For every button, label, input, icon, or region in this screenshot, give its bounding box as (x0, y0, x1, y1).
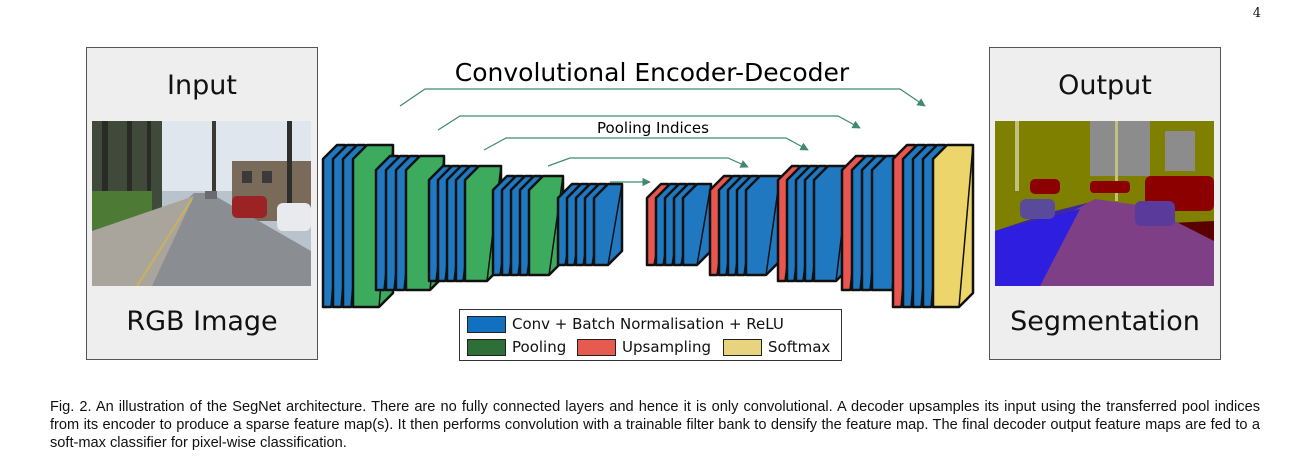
decoder-5-layer-5-conv-edge (696, 183, 712, 266)
segmentation-image (995, 121, 1214, 286)
pool-arrow-4 (547, 157, 749, 168)
legend-label-pool: Pooling (512, 338, 567, 356)
legend-swatch-conv (467, 316, 506, 333)
decoder-1-layer-5-softmax (931, 143, 975, 309)
figure-caption: Fig. 2. An illustration of the SegNet ar… (50, 399, 1260, 451)
pooling-indices-label: Pooling Indices (597, 119, 709, 137)
rgb-street-image (92, 121, 311, 286)
input-title: Input (167, 70, 237, 101)
pool-arrow-1 (399, 88, 926, 107)
decoder-4-layer-5-conv (744, 174, 782, 277)
legend-swatch-softmax (723, 339, 762, 356)
decoder-5-layer-5-conv (681, 182, 713, 267)
diagram-title: Convolutional Encoder-Decoder (455, 58, 850, 87)
legend: Conv + Batch Normalisation + ReLU Poolin… (459, 309, 842, 361)
pool-arrow-2 (437, 115, 861, 131)
legend-swatch-upsample (577, 339, 616, 356)
legend-label-conv: Conv + Batch Normalisation + ReLU (512, 315, 784, 333)
encoder-5-layer-5-conv-edge (607, 183, 623, 266)
encoder-4-layer-5-pool-edge (548, 175, 564, 276)
input-label: RGB Image (126, 306, 278, 337)
legend-swatch-pool (467, 339, 506, 356)
legend-label-softmax: Softmax (768, 338, 831, 356)
legend-label-upsample: Upsampling (622, 338, 712, 356)
output-label: Segmentation (1010, 306, 1200, 337)
decoder-1-layer-5-softmax-edge (958, 144, 974, 308)
encoder-5-layer-5-conv (592, 182, 624, 267)
output-title: Output (1058, 70, 1152, 101)
pool-arrow-3 (483, 137, 809, 151)
input-panel: Input RGB Image (86, 47, 318, 360)
page-number: 4 (1252, 6, 1261, 21)
output-panel: Output Segmentation (989, 47, 1221, 360)
